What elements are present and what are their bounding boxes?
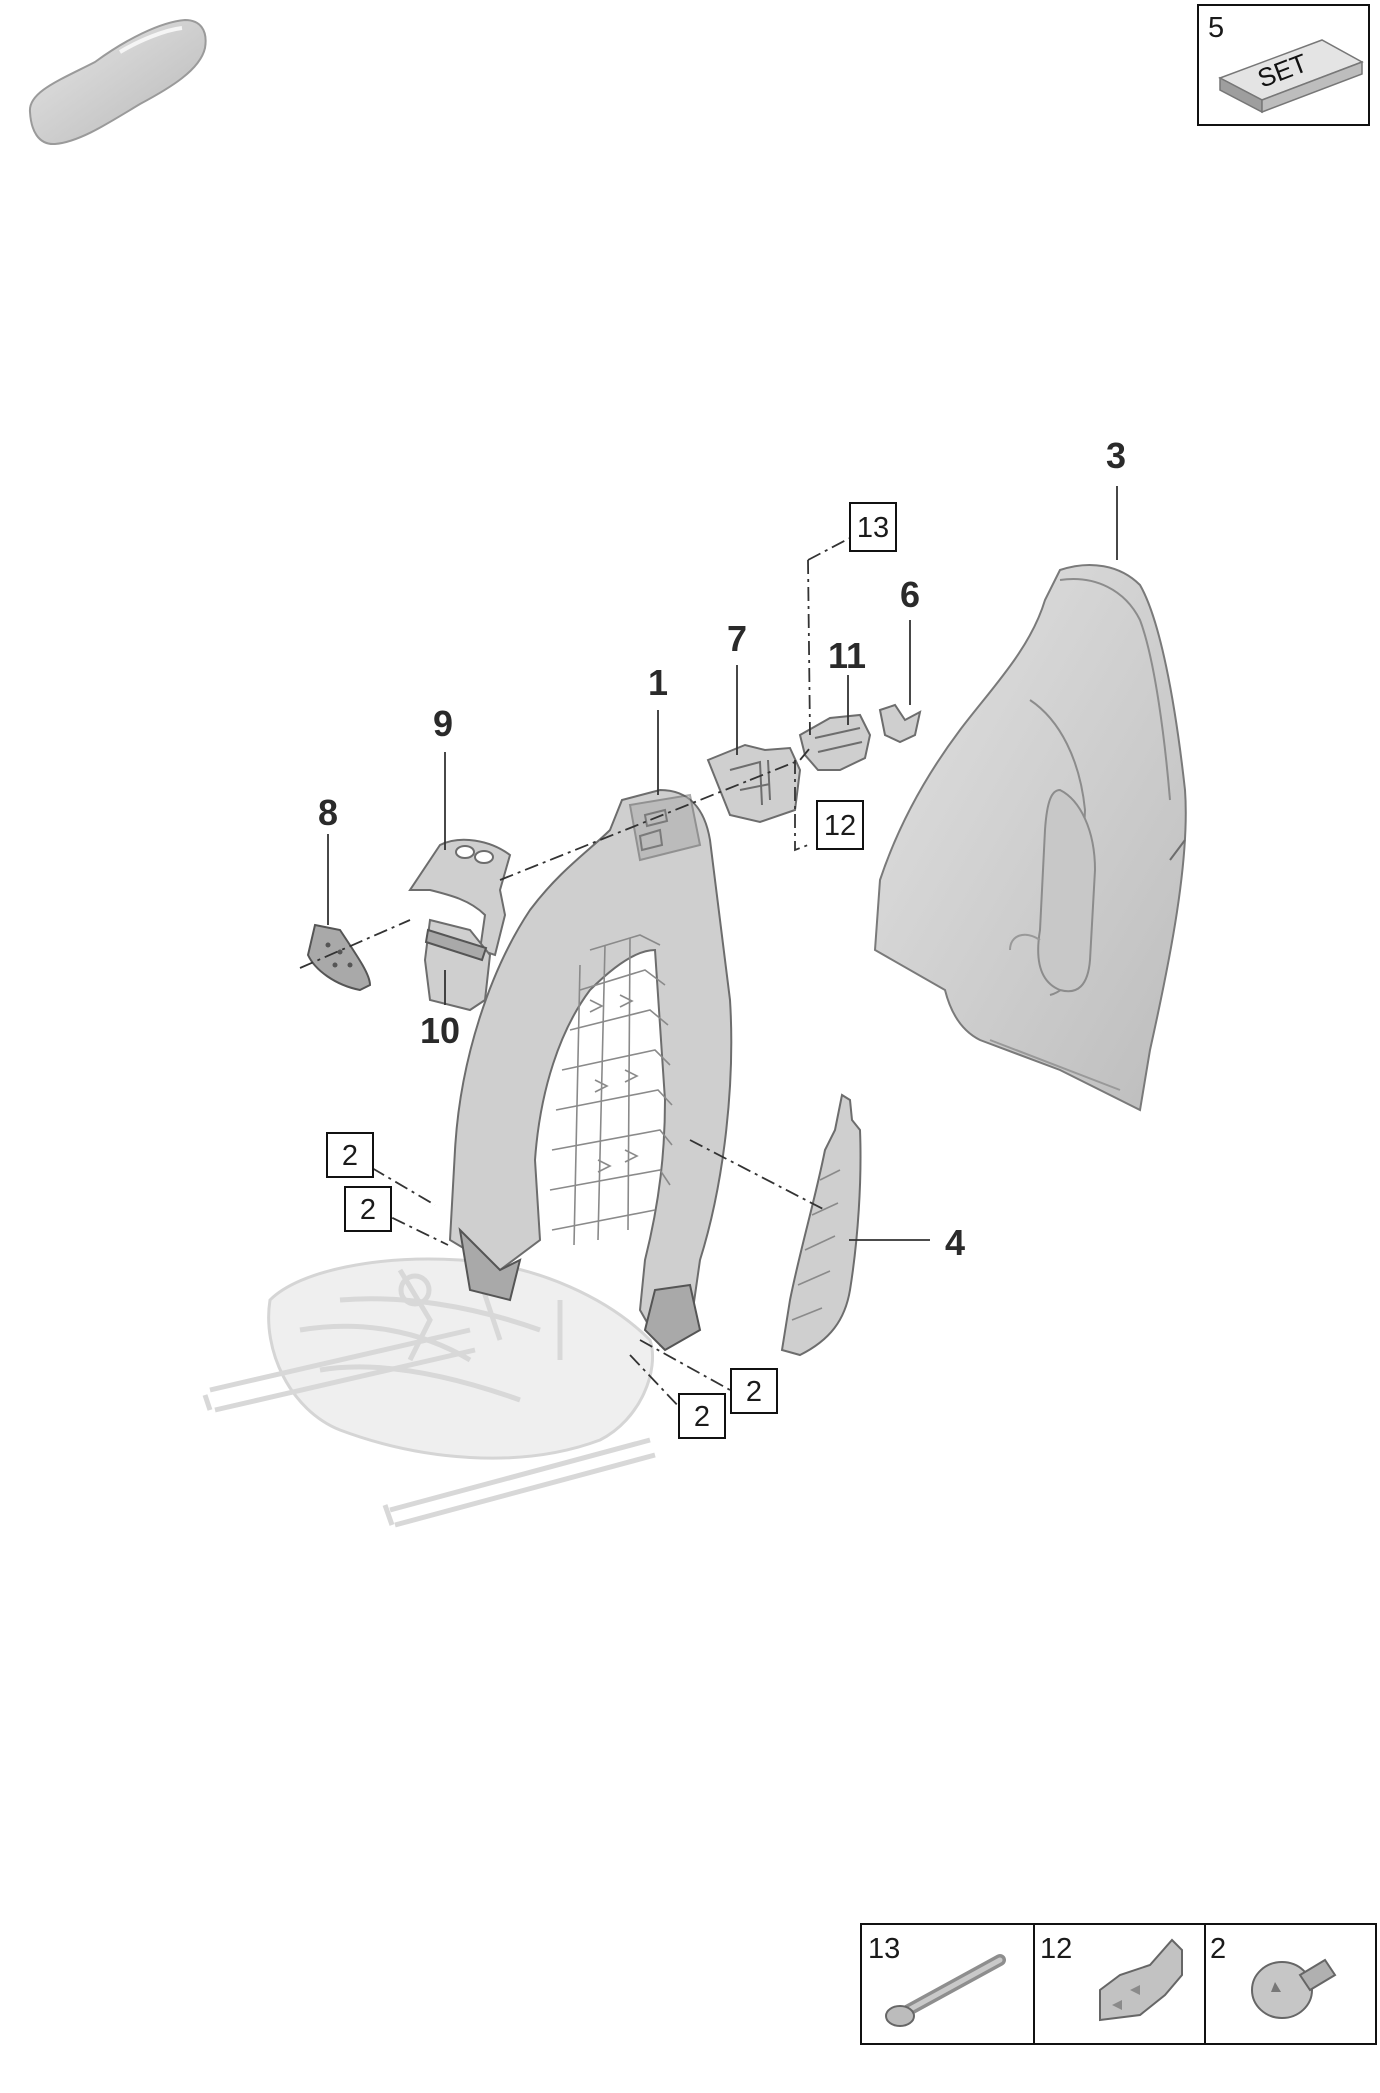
- assembly-lines: [299, 537, 851, 1411]
- callout-3: 3: [1106, 435, 1126, 476]
- callout-11: 11: [828, 635, 866, 676]
- callout-4: 4: [945, 1222, 965, 1263]
- seat-base-ghost: [202, 1257, 656, 1528]
- ref-box-2-b: 2: [344, 1186, 392, 1232]
- ref-box-2-c: 2: [730, 1368, 778, 1414]
- ref-box-13: 13: [849, 502, 897, 552]
- set-box-icon: SET: [1218, 39, 1364, 114]
- callout-8: 8: [318, 792, 338, 833]
- leader-lines: [327, 486, 1118, 1241]
- torx-screw-icon: [1251, 1958, 1337, 2019]
- legend-number-13: 13: [868, 1933, 900, 1965]
- small-bracket: [878, 703, 922, 744]
- svg-text:2: 2: [694, 1401, 710, 1433]
- legend-cell-12: 12: [1040, 1933, 1183, 2022]
- callout-10: 10: [420, 1010, 460, 1051]
- legend-number-12: 12: [1040, 1933, 1072, 1965]
- ref-box-2-d: 2: [678, 1393, 726, 1439]
- storage-pocket: [423, 918, 492, 1012]
- cover-plate: [306, 923, 372, 992]
- set-panel-number: 5: [1208, 12, 1224, 44]
- callout-1: 1: [648, 662, 668, 703]
- set-panel: 5 SET: [1197, 4, 1370, 126]
- callout-labels: 1 3 4 6 7 8 9 10 11: [318, 435, 1126, 1263]
- legend-cell-13: 13: [868, 1933, 1006, 2027]
- ref-box-12: 12: [816, 800, 864, 850]
- backrest-frame: [448, 788, 733, 1352]
- legend-number-2: 2: [1210, 1933, 1226, 1965]
- svg-text:2: 2: [360, 1194, 376, 1226]
- long-bolt-icon: [885, 1954, 1006, 2027]
- svg-text:2: 2: [342, 1140, 358, 1172]
- callout-7: 7: [727, 618, 747, 659]
- backrest-rear-shell: [873, 564, 1187, 1112]
- svg-text:12: 12: [824, 810, 856, 842]
- headrest-guide-sleeve: [706, 743, 802, 824]
- ref-box-2-a: 2: [326, 1132, 374, 1178]
- upper-trim-cover: [408, 838, 512, 957]
- callout-9: 9: [433, 703, 453, 744]
- headrest-locking-guide: [798, 713, 872, 771]
- callout-6: 6: [900, 574, 920, 615]
- svg-text:13: 13: [857, 512, 889, 544]
- side-trim-panel: [780, 1093, 862, 1357]
- fastener-legend-table: 13 12 2: [860, 1923, 1377, 2045]
- svg-text:2: 2: [746, 1376, 762, 1408]
- clip-nut-icon: [1099, 1938, 1183, 2022]
- legend-cell-2: 2: [1210, 1933, 1337, 2019]
- vehicle-silhouette-icon: [28, 18, 207, 146]
- boxed-references: 13 12 2 2 2 2: [326, 502, 897, 1439]
